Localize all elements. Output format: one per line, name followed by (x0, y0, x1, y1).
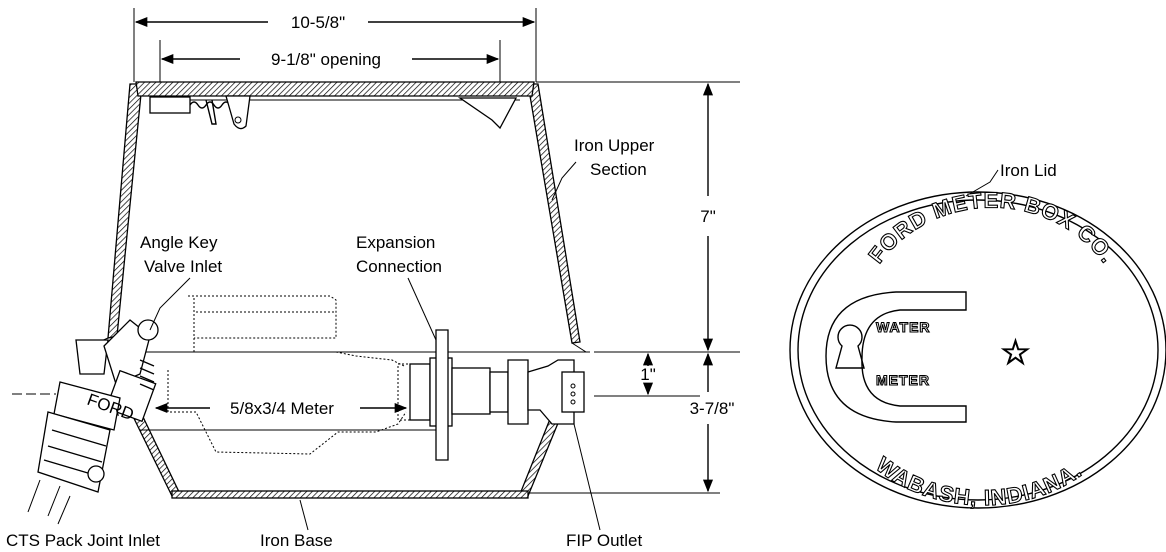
cts-inlet-label: CTS Pack Joint Inlet (6, 531, 160, 550)
lid-emblem (825, 291, 967, 423)
angle-key-label-line2: Valve Inlet (144, 257, 222, 276)
angle-key-valve (75, 319, 159, 423)
dimension-meter-offset: 1" (594, 352, 700, 397)
lid-arc-top-text: FORD METER BOX CO. (863, 187, 1121, 268)
cts-pack-joint-inlet: FORD (12, 381, 136, 517)
fip-outlet-label: FIP Outlet (566, 531, 642, 550)
top-width-label: 10-5/8" (291, 13, 345, 32)
keyhole-icon (835, 324, 865, 369)
dimension-opening: 9-1/8" opening (159, 40, 501, 84)
lower-height-label: 3-7/8" (690, 399, 735, 418)
upper-height-label: 7" (700, 207, 716, 226)
iron-lid-label: Iron Lid (1000, 161, 1057, 180)
lid-arc-top: FORD METER BOX CO. (863, 188, 1121, 268)
expansion-label-line1: Expansion (356, 233, 435, 252)
fip-outlet (527, 359, 585, 425)
angle-key-label-line1: Angle Key (140, 233, 218, 252)
dimension-top-width: 10-5/8" (133, 8, 537, 82)
lid-arc-bottom-text: WABASH, INDIANA. (871, 451, 1086, 511)
dimension-upper-height: 7" (536, 81, 740, 353)
opening-label: 9-1/8" opening (271, 50, 381, 69)
expansion-connection (409, 329, 529, 461)
meter-body: 5/8x3/4 Meter (154, 295, 413, 455)
iron-upper-label-line2: Section (590, 160, 647, 179)
iron-upper-label-line1: Iron Upper (574, 136, 655, 155)
star-icon: ☆ (1000, 334, 1031, 372)
leader-lines (57, 161, 601, 531)
iron-lid: Iron Lid WATER METER ☆ FORD METER BOX CO… (789, 161, 1166, 511)
expansion-label-line2: Connection (356, 257, 442, 276)
lid-word-meter: METER (876, 372, 930, 388)
meter-label: 5/8x3/4 Meter (230, 399, 334, 418)
meter-offset-label: 1" (640, 365, 656, 384)
lid-arc-bottom: WABASH, INDIANA. (872, 452, 1087, 510)
dimension-lower-height: 3-7/8" (500, 352, 735, 494)
iron-base-label: Iron Base (260, 531, 333, 550)
lid-word-water: WATER (876, 319, 931, 335)
